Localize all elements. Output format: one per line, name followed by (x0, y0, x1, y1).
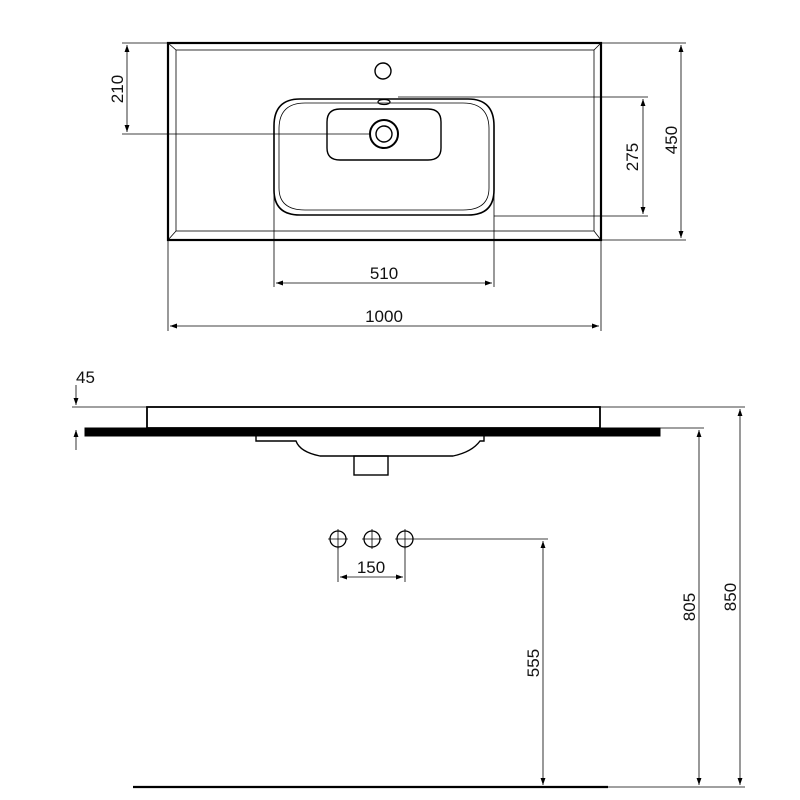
dim-label-total-depth: 450 (662, 126, 681, 154)
basin-inner-rim (175, 49, 595, 232)
side-view: 45 150 555 805 (72, 368, 745, 789)
dim-label-tap-height: 555 (524, 649, 543, 677)
rim-corner-line (593, 230, 602, 241)
drain-inner (375, 125, 393, 143)
drain-pipe (353, 455, 389, 476)
basin-outer-outline (166, 41, 603, 242)
top-view: 210 275 450 510 1000 (108, 41, 686, 331)
drain (369, 119, 399, 149)
dim-label-tap-spacing: 150 (357, 558, 385, 577)
dim-label-bowl-width: 510 (370, 264, 398, 283)
tap-symbol (362, 529, 382, 549)
tap-symbol (328, 529, 348, 549)
countertop (84, 427, 661, 437)
rim-corner-line (593, 42, 602, 51)
rim-corner-line (167, 42, 177, 51)
bowl-underside (255, 436, 485, 457)
overflow-slot (377, 98, 391, 106)
dim-label-tap-offset: 210 (108, 75, 127, 103)
bowl-basin-floor (326, 108, 442, 161)
dim-label-thickness: 45 (76, 368, 95, 387)
rim-corner-line (167, 230, 177, 241)
bowl-inner-edge (278, 102, 490, 211)
tap-symbol (395, 529, 415, 549)
dim-label-bowl-depth: 275 (623, 143, 642, 171)
dim-label-total-height: 850 (721, 583, 740, 611)
tap-hole (374, 62, 392, 80)
dim-label-counter-height: 805 (680, 593, 699, 621)
dim-label-total-width: 1000 (365, 307, 403, 326)
bowl-outline (273, 98, 495, 216)
basin-side-profile (146, 406, 601, 429)
